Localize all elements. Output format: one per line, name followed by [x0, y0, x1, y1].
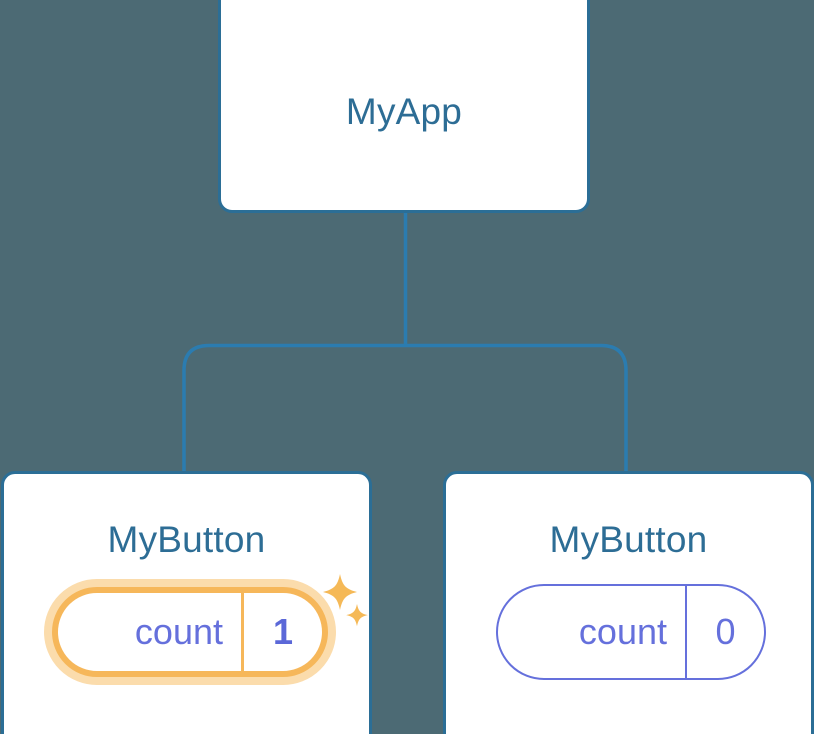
edge-branch-to-left	[182, 343, 406, 474]
child-node-right-title: MyButton	[549, 519, 708, 560]
root-node-title: MyApp	[345, 91, 463, 132]
state-pill-glow	[44, 579, 336, 685]
state-pill-right-body[interactable]: count 0	[496, 584, 766, 680]
sparkle-large-icon	[323, 574, 357, 610]
state-key-left: count	[58, 593, 244, 671]
sparkle-group	[323, 574, 368, 627]
state-pill-left-body[interactable]: count 1	[52, 587, 328, 677]
child-node-left[interactable]: MyButton count 1	[1, 471, 372, 734]
state-pill-right[interactable]: count 0	[496, 579, 766, 685]
child-node-right[interactable]: MyButton count 0	[443, 471, 814, 734]
state-key-right: count	[498, 586, 687, 678]
state-value-right: 0	[715, 611, 736, 652]
child-node-left-title: MyButton	[107, 519, 266, 560]
state-pill-left[interactable]: count 1	[44, 579, 336, 685]
root-node[interactable]: MyApp	[218, 0, 590, 213]
state-value-left: 1	[272, 611, 294, 652]
sparkle-small-icon	[346, 604, 368, 627]
edge-branch-to-right	[405, 343, 628, 474]
